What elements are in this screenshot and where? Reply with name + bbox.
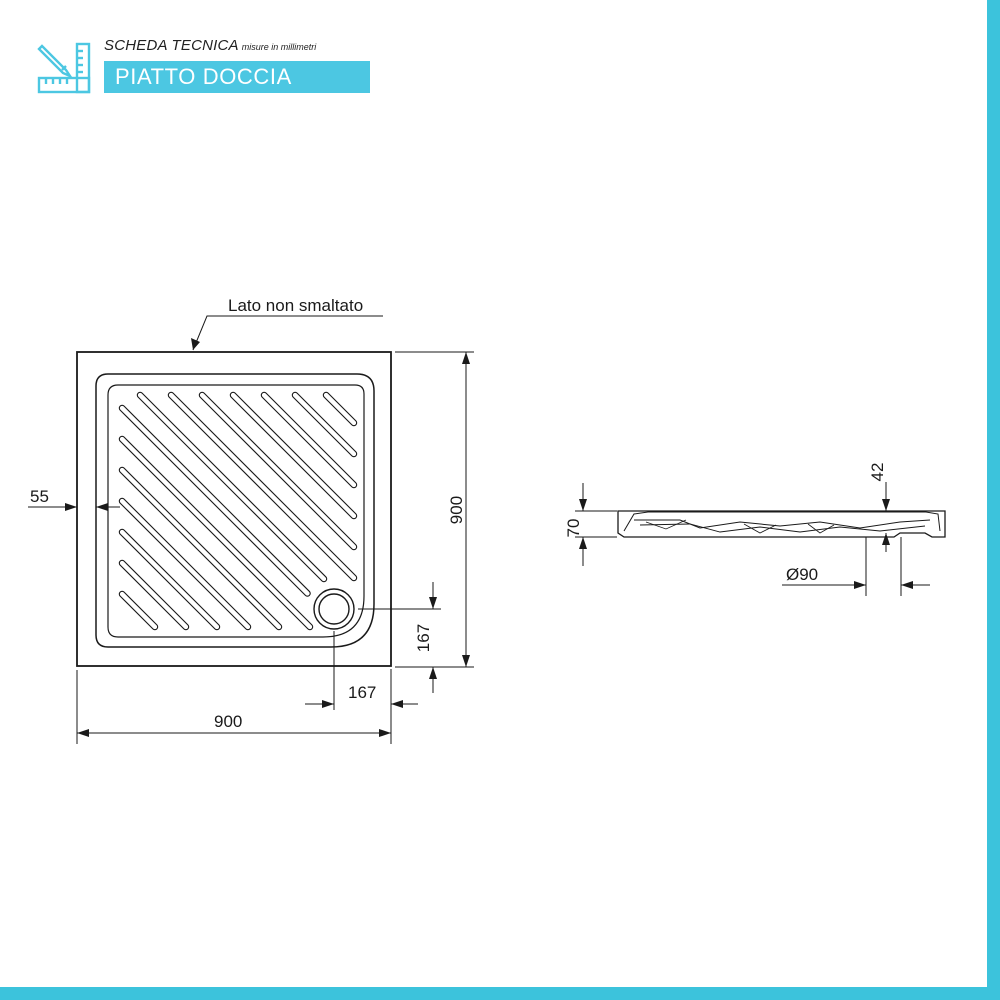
height-dimension <box>575 483 617 566</box>
groove <box>322 391 358 427</box>
rim-dimension-label: 55 <box>30 487 49 506</box>
plan-view <box>76 315 392 667</box>
tray-section-outline <box>617 510 946 538</box>
drain-x-dimension-label: 167 <box>348 683 376 702</box>
drain-diameter-dimension <box>782 537 930 596</box>
unglazed-side-label: Lato non smaltato <box>228 296 363 315</box>
groove <box>198 391 358 551</box>
tray-outline <box>76 351 392 667</box>
unglazed-side-leader <box>192 315 383 351</box>
groove <box>118 559 190 631</box>
side-view <box>617 510 946 538</box>
frame-right-border <box>987 0 1000 1000</box>
width-dimension-label: 900 <box>214 712 242 731</box>
groove <box>167 391 358 582</box>
groove <box>118 466 283 631</box>
groove <box>291 391 358 458</box>
groove <box>229 391 358 520</box>
tray-basin-outer <box>95 373 375 648</box>
groove <box>260 391 358 489</box>
groove <box>118 497 252 631</box>
sheet-title-text: SCHEDA TECNICA <box>104 37 239 54</box>
tray-section-inner <box>639 523 926 533</box>
tray-section-floor <box>634 519 931 529</box>
groove <box>118 404 311 597</box>
anti-slip-grooves <box>118 391 358 631</box>
units-note: misure in millimetri <box>241 42 317 52</box>
drain-hole <box>313 588 355 630</box>
height-dimension-label: 70 <box>564 519 583 538</box>
drain-depth-dimension-label: 42 <box>868 463 887 482</box>
frame-bottom-border <box>0 987 1000 1000</box>
product-name-band: PIATTO DOCCIA <box>104 61 370 93</box>
groove <box>118 590 159 631</box>
drain-diameter-dimension-label: Ø90 <box>786 565 818 584</box>
tray-section-top <box>623 511 941 532</box>
ruler-pencil-icon <box>37 42 91 94</box>
width-dimension <box>76 670 392 744</box>
depth-dimension-label: 900 <box>447 496 466 524</box>
groove <box>136 391 328 583</box>
groove <box>118 435 314 631</box>
tray-basin-inner <box>107 384 365 638</box>
drain-y-dimension <box>358 582 441 693</box>
groove <box>118 528 221 631</box>
drain-y-dimension-label: 167 <box>414 624 433 652</box>
